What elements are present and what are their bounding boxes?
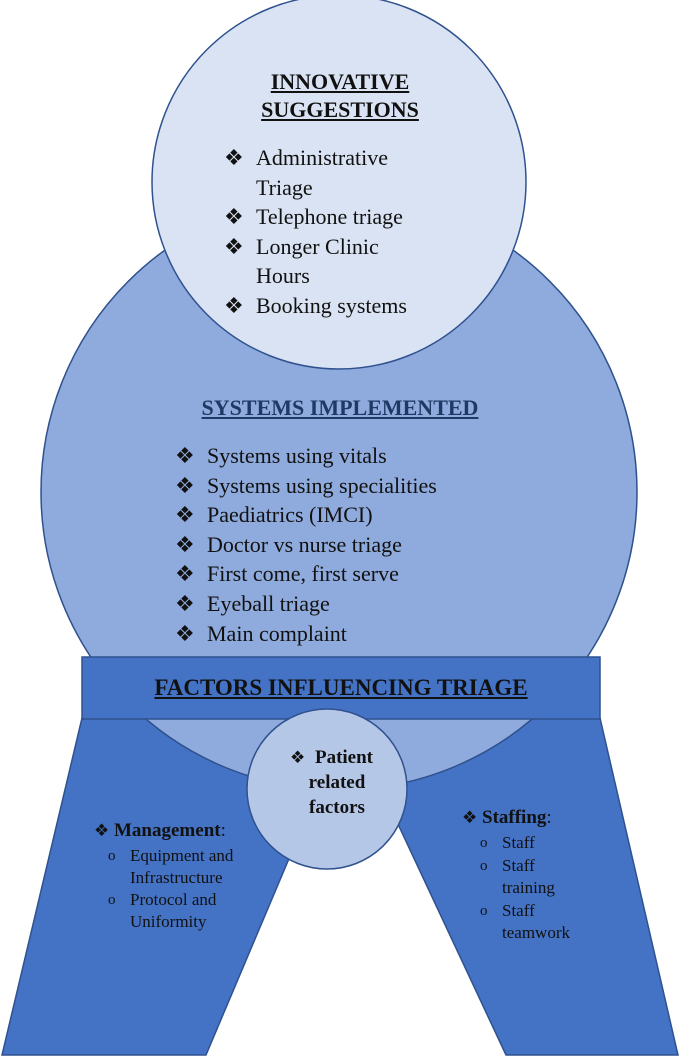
management-heading: ❖ Management: (94, 819, 226, 843)
list-item: ❖ Systems using specialities (175, 471, 515, 501)
diamond-bullet-icon: ❖ (224, 292, 244, 318)
circle-bullet-icon: o (480, 857, 488, 874)
list-item: ❖ Administrative Triage (224, 145, 388, 200)
innovative-title: INNOVATIVE SUGGESTIONS (200, 68, 480, 124)
patient-circle-shape (246, 708, 408, 870)
innovative-title-line1: INNOVATIVE (270, 69, 410, 94)
list-item: o Staff training (480, 855, 555, 898)
diamond-bullet-icon: ❖ (462, 808, 478, 827)
diamond-bullet-icon: ❖ (175, 620, 195, 646)
factors-banner-shape (81, 656, 601, 720)
diamond-bullet-icon: ❖ (224, 145, 244, 170)
innovative-section: INNOVATIVE SUGGESTIONS (200, 68, 480, 124)
systems-title: SYSTEMS IMPLEMENTED (201, 395, 479, 420)
list-item: ❖ Doctor vs nurse triage (175, 530, 515, 560)
circle-bullet-icon: o (108, 848, 116, 864)
list-item: ❖ Longer Clinic Hours (224, 233, 379, 289)
list-item: ❖ Main complaint (175, 619, 515, 649)
circle-bullet-icon: o (480, 835, 488, 851)
list-item: ❖ Telephone triage (224, 202, 464, 232)
innovative-circle-shape (151, 0, 527, 370)
diamond-bullet-icon: ❖ (175, 472, 195, 498)
list-item: ❖ Eyeball triage (175, 589, 515, 619)
staffing-suffix: : (546, 807, 552, 828)
diamond-bullet-icon: ❖ (290, 748, 306, 767)
diamond-bullet-icon: ❖ (224, 233, 244, 259)
innovative-title-line2: SUGGESTIONS (261, 97, 419, 122)
staffing-heading: ❖ Staffing: (462, 806, 552, 830)
diamond-bullet-icon: ❖ (175, 443, 195, 468)
diamond-bullet-icon: ❖ (94, 821, 110, 840)
management-suffix: : (220, 820, 226, 841)
list-item: ❖ Booking systems (224, 291, 464, 321)
patient-line2: related (308, 772, 366, 793)
list-item: o Protocol and Uniformity (108, 890, 217, 931)
innovative-list: ❖ Administrative Triage ❖ Telephone tria… (224, 143, 464, 320)
circle-bullet-icon: o (480, 902, 488, 919)
patient-line1: Patient (314, 747, 374, 768)
diamond-bullet-icon: ❖ (175, 531, 195, 557)
list-item: ❖ Systems using vitals (175, 441, 515, 471)
staffing-list: o Staff o Staff training o Staff teamwor… (478, 832, 598, 945)
patient-line3: factors (309, 797, 365, 818)
management-list: o Equipment and Infrastructure o Protoco… (106, 845, 276, 933)
patient-factors: ❖ Patient related factors (282, 745, 392, 820)
list-item: o Staff (478, 832, 598, 855)
staffing-title: Staffing (482, 807, 547, 828)
diamond-bullet-icon: ❖ (175, 561, 195, 587)
diamond-bullet-icon: ❖ (224, 204, 244, 229)
list-item: o Staff teamwork (480, 900, 570, 943)
systems-list: ❖ Systems using vitals ❖ Systems using s… (175, 441, 515, 648)
circle-bullet-icon: o (108, 892, 116, 908)
management-title: Management (114, 820, 221, 841)
diamond-bullet-icon: ❖ (175, 502, 195, 528)
list-item: o Equipment and Infrastructure (108, 846, 234, 887)
list-item: ❖ First come, first serve (175, 559, 515, 589)
list-item: ❖ Paediatrics (IMCI) (175, 500, 515, 530)
factors-title: FACTORS INFLUENCING TRIAGE (154, 675, 528, 700)
diamond-bullet-icon: ❖ (175, 590, 195, 616)
